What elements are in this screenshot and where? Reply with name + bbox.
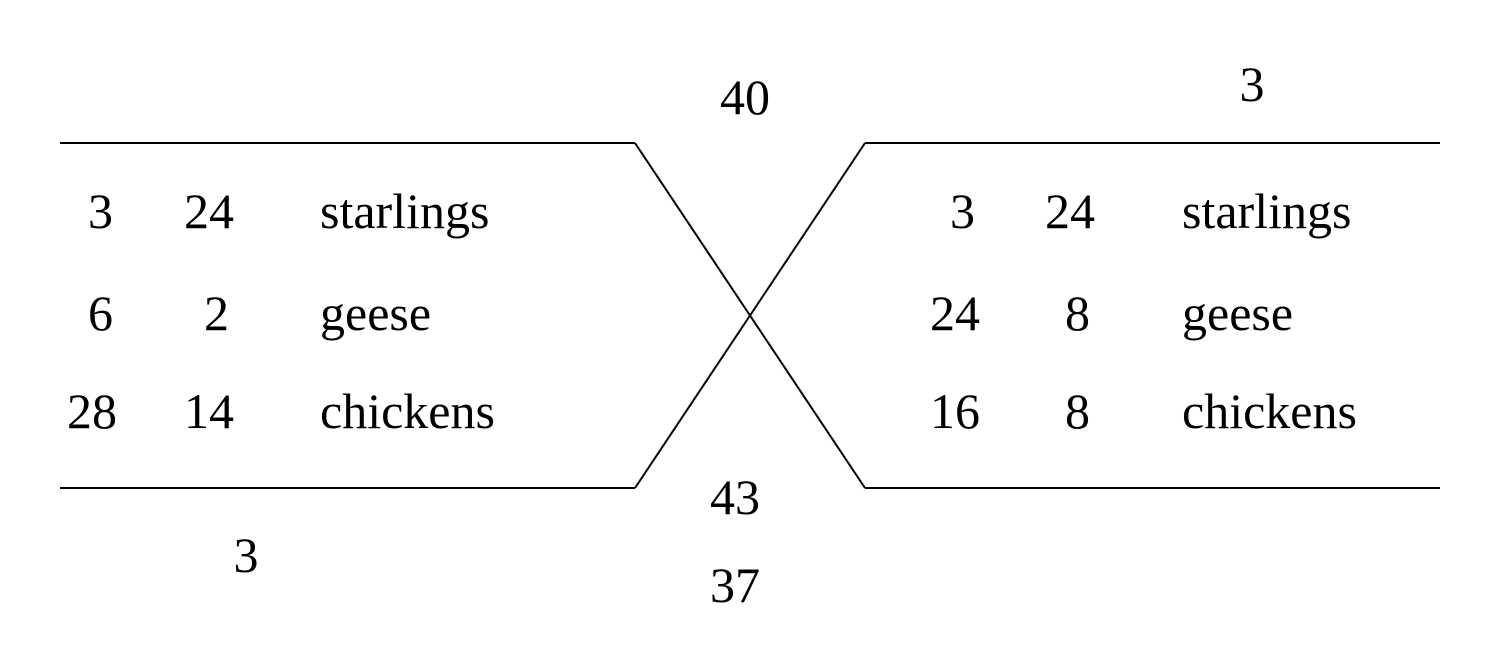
top-right-number: 3: [1240, 56, 1265, 112]
left-row-label: chickens: [320, 383, 495, 439]
right-row-label: geese: [1182, 285, 1293, 341]
left-row-a: 6: [88, 285, 113, 341]
bottom-center-number-1: 43: [710, 469, 760, 525]
left-row-b: 14: [184, 383, 234, 439]
right-row-b: 8: [1065, 383, 1090, 439]
bottom-left-number: 3: [234, 527, 259, 583]
left-row-a: 3: [88, 183, 113, 239]
left-row-label: starlings: [320, 183, 489, 239]
bottom-center-number-2: 37: [710, 557, 760, 613]
right-row-a: 16: [930, 383, 980, 439]
diagonal-up: [634, 142, 866, 489]
right-row-label: starlings: [1182, 183, 1351, 239]
right-row-b: 8: [1065, 285, 1090, 341]
left-row-label: geese: [320, 285, 431, 341]
right-row-a: 3: [950, 183, 975, 239]
left-row-a: 28: [67, 383, 117, 439]
top-center-number: 40: [720, 69, 770, 125]
right-row-a: 24: [930, 285, 980, 341]
right-row-b: 24: [1045, 183, 1095, 239]
left-row-b: 2: [204, 285, 229, 341]
left-row-b: 24: [184, 183, 234, 239]
right-row-label: chickens: [1182, 383, 1357, 439]
